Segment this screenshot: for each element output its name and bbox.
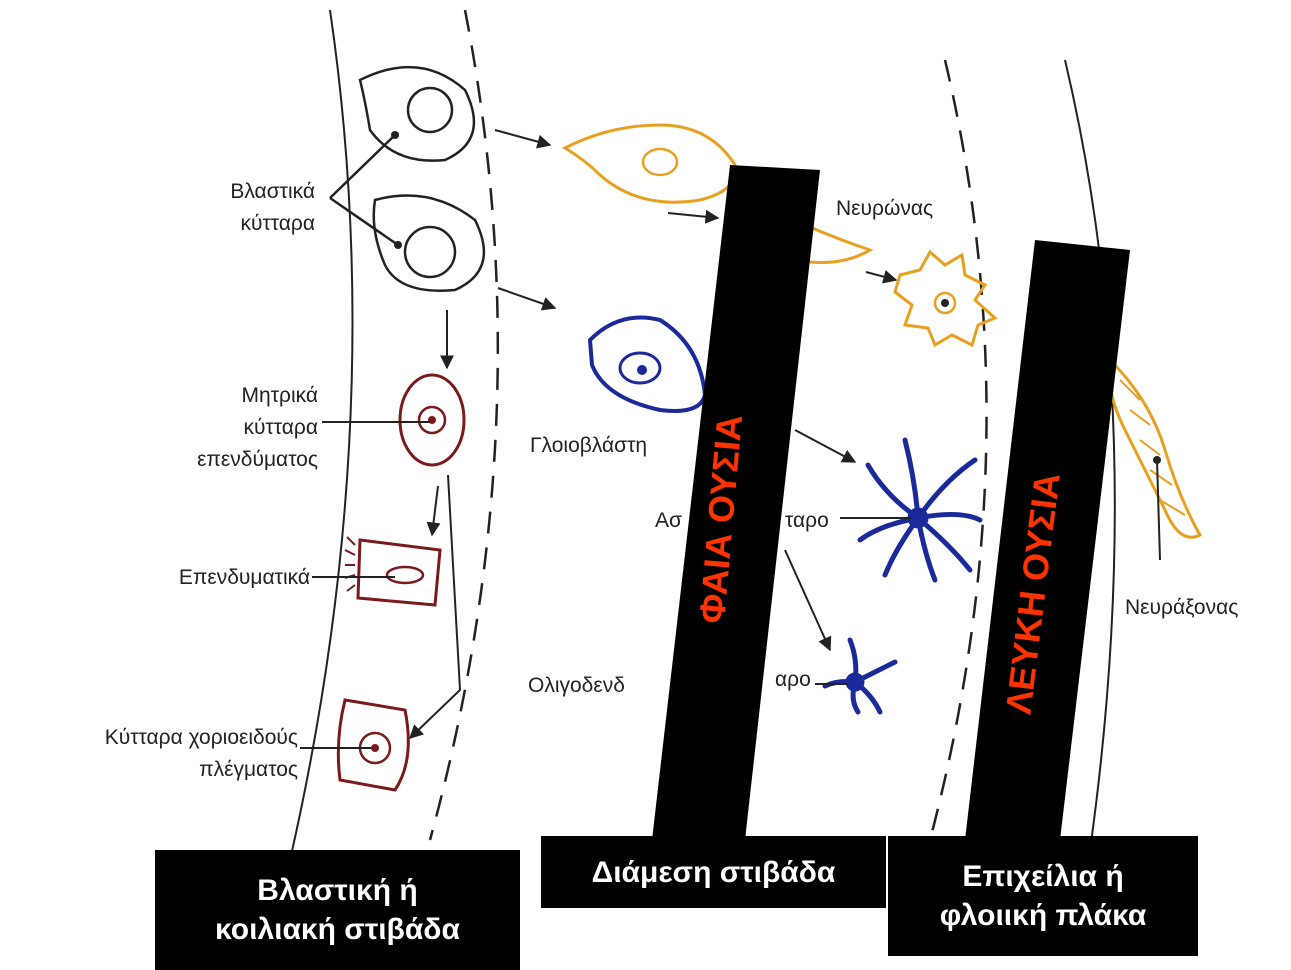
arrow-neuroblast-to-young — [668, 213, 718, 218]
axon-bundle — [1109, 360, 1200, 537]
stem-cell-upper — [360, 67, 474, 160]
marginal-boundary-dashed — [930, 60, 987, 840]
arrow-mother-to-ependymal — [432, 486, 438, 535]
ependymal-mother-cell — [400, 375, 464, 465]
label-astrocyte-end: ταρο — [785, 509, 829, 532]
stem-cells-pointer — [330, 135, 398, 245]
zone-intermediate-box: Διάμεση στιβάδα — [541, 836, 886, 908]
label-glioblast: Γλοιοβλάστη — [530, 434, 647, 457]
label-stem-cells-1: Βλαστικά — [230, 180, 315, 203]
label-axon: Νευράξονας — [1125, 596, 1238, 619]
zone-ventricular-box: Βλαστική ή κοιλιακή στιβάδα — [155, 850, 520, 970]
label-oligodendrocyte-start: Ολιγοδενδ — [528, 674, 625, 697]
label-ependymal: Επενδυματικά — [179, 566, 310, 589]
label-neuron: Νευρώνας — [836, 197, 933, 220]
label-choroid-2: πλέγματος — [199, 758, 298, 781]
stem-cell-lower — [374, 196, 484, 291]
label-ependymal-mother-3: επενδύματος — [197, 448, 318, 471]
arrow-stem-to-neuroblast — [495, 130, 550, 145]
zone-ventricular-line-2: κοιλιακή στιβάδα — [155, 910, 520, 949]
arrow-to-astrocyte — [795, 430, 855, 462]
ependymal-cell — [345, 537, 440, 605]
zone-marginal-line-2: φλοιική πλάκα — [888, 896, 1198, 935]
zone-marginal-line-1: Επιχείλια ή — [888, 857, 1198, 896]
label-ependymal-mother-1: Μητρικά — [242, 384, 318, 407]
neuron-cell — [895, 252, 995, 345]
label-oligodendrocyte-end: αρο — [775, 668, 811, 691]
label-astrocyte-start: Ασ — [655, 509, 682, 532]
zone-intermediate-label: Διάμεση στιβάδα — [541, 853, 886, 892]
label-choroid-1: Κύτταρα χοριοειδούς — [105, 726, 298, 749]
choroid-plexus-cell — [338, 700, 408, 790]
arrow-stem-to-glioblast — [498, 288, 555, 308]
zone-ventricular-line-1: Βλαστική ή — [155, 871, 520, 910]
glioblast-cell — [590, 318, 705, 412]
label-ependymal-mother-2: κύτταρα — [243, 416, 318, 439]
arrow-to-neuron — [866, 272, 896, 280]
arrow-to-oligodendrocyte — [785, 550, 830, 650]
label-stem-cells-2: κύτταρα — [240, 212, 315, 235]
oligodendrocyte-cell — [825, 640, 895, 712]
astrocyte-cell — [860, 440, 980, 580]
zone-marginal-box: Επιχείλια ή φλοιική πλάκα — [888, 836, 1198, 956]
neuroblast-cell — [565, 125, 736, 202]
